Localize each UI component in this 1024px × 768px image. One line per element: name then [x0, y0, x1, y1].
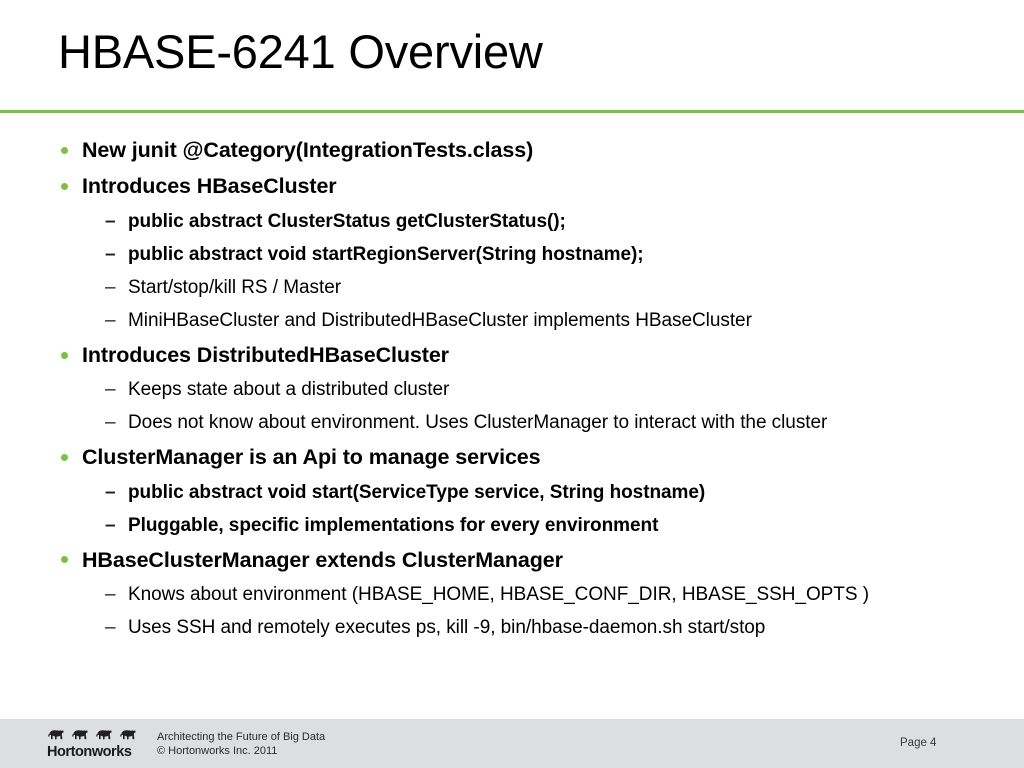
bullet-text: HBaseClusterManager extends ClusterManag… — [82, 547, 563, 572]
bullet-text: public abstract ClusterStatus getCluster… — [128, 210, 566, 232]
bullet-text: Introduces DistributedHBaseCluster — [82, 342, 449, 367]
bullet-text: Pluggable, specific implementations for … — [128, 514, 659, 536]
bullet-dot-icon — [61, 439, 75, 475]
bullet-dot-icon — [61, 168, 75, 204]
bullet-text: ClusterManager is an Api to manage servi… — [82, 445, 541, 470]
sub-bullet-item: –Knows about environment (HBASE_HOME, HB… — [0, 578, 1021, 611]
sub-bullet-item: – public abstract ClusterStatus getClust… — [0, 205, 1021, 238]
elephant-herd-icon — [48, 730, 136, 740]
title-divider-rule — [0, 110, 1024, 113]
bullet-text: MiniHBaseCluster and DistributedHBaseClu… — [128, 309, 752, 331]
sub-bullet-item: –Pluggable, specific implementations for… — [0, 509, 1021, 542]
dash-marker-icon: – — [105, 379, 116, 401]
sub-bullet-item: –Start/stop/kill RS / Master — [0, 271, 1021, 304]
dash-marker-icon: – — [105, 584, 116, 606]
bullet-text: Uses SSH and remotely executes ps, kill … — [128, 617, 766, 639]
bullet-item: New junit @Category(IntegrationTests.cla… — [0, 132, 1024, 168]
bullet-text: Does not know about environment. Uses Cl… — [128, 412, 828, 434]
dash-marker-icon: – — [105, 617, 116, 639]
page-title: HBASE-6241 Overview — [58, 25, 543, 78]
footer-tagline: Architecting the Future of Big Data © Ho… — [157, 730, 325, 758]
sub-bullet-item: –Keeps state about a distributed cluster — [0, 373, 1021, 406]
dash-marker-icon: – — [105, 309, 116, 331]
bullet-item: HBaseClusterManager extends ClusterManag… — [0, 542, 1024, 578]
hortonworks-logo: Hortonworks — [47, 728, 147, 762]
slide-body: New junit @Category(IntegrationTests.cla… — [0, 132, 1024, 712]
bullet-list: New junit @Category(IntegrationTests.cla… — [0, 132, 1024, 644]
dash-marker-icon: – — [105, 276, 116, 298]
page-number: Page 4 — [900, 737, 937, 749]
footer-bar — [0, 719, 1024, 768]
bullet-text: Introduces HBaseCluster — [82, 174, 337, 199]
footer-tagline-line1: Architecting the Future of Big Data — [157, 731, 326, 743]
dash-marker-icon: – — [105, 243, 116, 265]
hortonworks-wordmark: Hortonworks — [47, 744, 132, 760]
dash-marker-icon: – — [105, 210, 116, 232]
dash-marker-icon: – — [105, 514, 116, 536]
sub-bullet-item: –Uses SSH and remotely executes ps, kill… — [0, 611, 1021, 644]
bullet-text: Keeps state about a distributed cluster — [128, 379, 450, 401]
bullet-item: Introduces HBaseCluster — [0, 168, 1024, 204]
footer-copyright: © Hortonworks Inc. 2011 — [157, 745, 278, 757]
sub-bullet-item: –MiniHBaseCluster and DistributedHBaseCl… — [0, 304, 1021, 337]
bullet-text: New junit @Category(IntegrationTests.cla… — [82, 138, 534, 162]
sub-bullet-item: –Does not know about environment. Uses C… — [0, 406, 1021, 439]
bullet-dot-icon — [61, 542, 75, 578]
bullet-text: Start/stop/kill RS / Master — [128, 276, 341, 298]
bullet-text: public abstract void start(ServiceType s… — [128, 481, 706, 503]
bullet-item: Introduces DistributedHBaseCluster — [0, 337, 1024, 373]
bullet-dot-icon — [61, 132, 75, 168]
bullet-text: Knows about environment (HBASE_HOME, HBA… — [128, 584, 869, 606]
dash-marker-icon: – — [105, 412, 116, 434]
dash-marker-icon: – — [105, 481, 116, 503]
bullet-text: public abstract void startRegionServer(S… — [128, 243, 644, 265]
bullet-dot-icon — [61, 337, 75, 373]
sub-bullet-item: – public abstract void startRegionServer… — [0, 238, 1021, 271]
sub-bullet-item: –public abstract void start(ServiceType … — [0, 476, 1021, 509]
bullet-item: ClusterManager is an Api to manage servi… — [0, 439, 1024, 475]
